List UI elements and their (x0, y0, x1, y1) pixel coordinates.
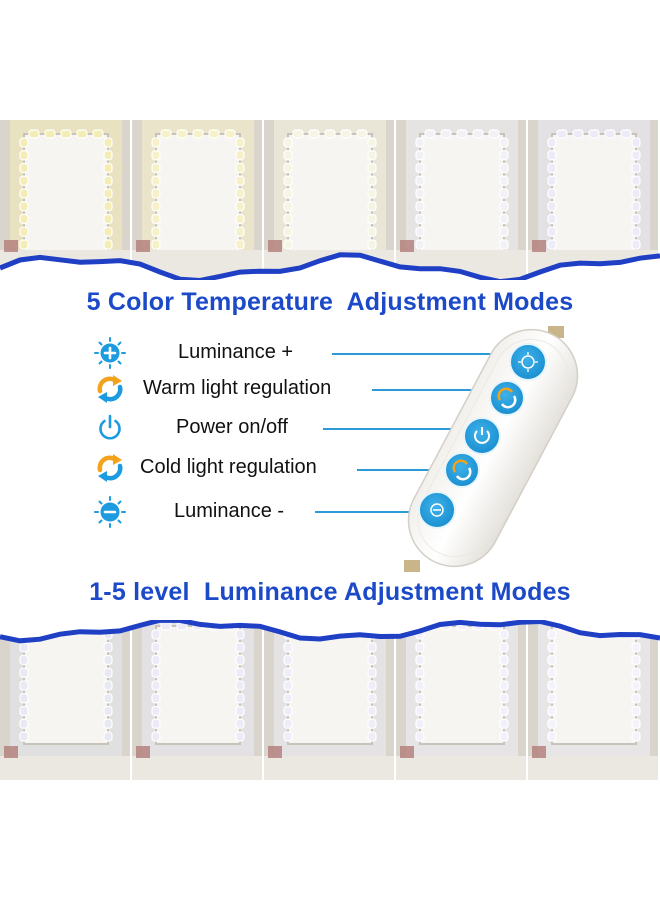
function-row-power: Power on/off (0, 410, 660, 444)
callout-line (315, 511, 423, 513)
function-row-warm-light: Warm light regulation (0, 371, 660, 405)
function-label: Luminance + (178, 341, 294, 363)
callout-line (323, 428, 459, 430)
callout-line (357, 469, 445, 471)
function-label: Warm light regulation (143, 377, 332, 399)
wave-divider (0, 620, 660, 644)
mirror-photo-4 (396, 120, 526, 280)
luminance-heading: 1-5 level Luminance Adjustment Modes (89, 578, 571, 606)
cycle-arrows-icon (97, 375, 123, 403)
color-temperature-mirror-photos (0, 120, 660, 280)
cable-connector-bottom (404, 560, 420, 572)
callout-line (372, 389, 490, 391)
mirror-photo-2 (132, 620, 262, 780)
mirror-photo-4 (396, 620, 526, 780)
mirror-photo-5 (528, 120, 658, 280)
mirror-photo-1 (0, 620, 130, 780)
minus-sun-icon (94, 496, 126, 528)
function-label: Cold light regulation (140, 456, 317, 478)
mirror-photo-3 (264, 620, 394, 780)
power-icon (99, 414, 121, 440)
plus-circle-icon (94, 337, 126, 369)
cycle-arrows-icon (97, 454, 123, 482)
function-label: Power on/off (176, 416, 288, 438)
function-label: Luminance - (174, 500, 285, 522)
mirror-photo-2 (132, 120, 262, 280)
luminance-mirror-photos (0, 620, 660, 780)
wave-divider (0, 252, 660, 280)
luminance-photo-strip (0, 620, 660, 780)
function-row-cold-light: Cold light regulation (0, 450, 660, 484)
mirror-photo-5 (528, 620, 658, 780)
mirror-photo-1 (0, 120, 130, 280)
mirror-photo-3 (264, 120, 394, 280)
callout-line (332, 353, 516, 355)
color-temperature-photo-strip (0, 120, 660, 280)
function-row-luminance-minus: Luminance - (0, 494, 660, 528)
color-temperature-heading: 5 Color Temperature Adjustment Modes (86, 288, 574, 316)
function-row-luminance-plus: Luminance + (0, 335, 660, 369)
